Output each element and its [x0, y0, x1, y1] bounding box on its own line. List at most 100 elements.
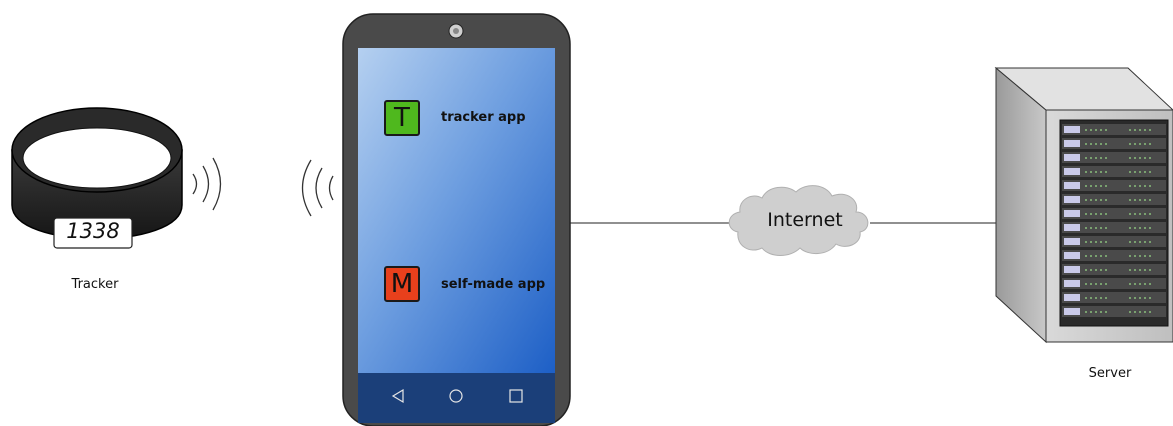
server-status-led	[1139, 171, 1141, 173]
server-status-led	[1129, 283, 1131, 285]
server-status-led	[1149, 269, 1151, 271]
server-status-led	[1105, 227, 1107, 229]
server-status-led	[1139, 311, 1141, 313]
server-status-led	[1095, 171, 1097, 173]
server-slot	[1062, 208, 1166, 219]
server-slot	[1062, 278, 1166, 289]
server-status-led	[1149, 129, 1151, 131]
server-status-led	[1100, 283, 1102, 285]
server	[994, 66, 1173, 344]
server-drive-bay	[1064, 168, 1080, 175]
server-status-led	[1144, 199, 1146, 201]
server-status-led	[1085, 255, 1087, 257]
server-label: Server	[1088, 366, 1132, 381]
self-made-app-icon-letter: M	[390, 269, 414, 299]
server-status-led	[1139, 283, 1141, 285]
server-status-led	[1134, 241, 1136, 243]
server-drive-bay	[1064, 154, 1080, 161]
server-drive-bay	[1064, 126, 1080, 133]
server-status-led	[1090, 171, 1092, 173]
self-made-app-icon[interactable]: M	[384, 266, 420, 302]
server-status-led	[1105, 185, 1107, 187]
server-status-led	[1085, 199, 1087, 201]
tracker-app-label[interactable]: tracker app	[441, 110, 526, 125]
server-status-led	[1095, 255, 1097, 257]
server-status-led	[1105, 157, 1107, 159]
home-button[interactable]	[449, 389, 463, 403]
server-status-led	[1129, 213, 1131, 215]
server-status-led	[1129, 157, 1131, 159]
server-status-led	[1100, 269, 1102, 271]
server-status-led	[1095, 311, 1097, 313]
server-slot	[1062, 292, 1166, 303]
server-status-led	[1139, 199, 1141, 201]
server-status-led	[1090, 213, 1092, 215]
server-status-led	[1134, 227, 1136, 229]
server-status-led	[1095, 213, 1097, 215]
server-status-led	[1139, 185, 1141, 187]
self-made-app-label[interactable]: self-made app	[441, 277, 546, 292]
server-status-led	[1139, 143, 1141, 145]
server-status-led	[1149, 255, 1151, 257]
server-status-led	[1134, 255, 1136, 257]
server-status-led	[1129, 269, 1131, 271]
server-status-led	[1149, 297, 1151, 299]
server-drive-bay	[1064, 238, 1080, 245]
server-slot	[1062, 166, 1166, 177]
server-status-led	[1085, 213, 1087, 215]
phone	[342, 13, 571, 426]
server-status-led	[1134, 311, 1136, 313]
server-status-led	[1149, 143, 1151, 145]
server-status-led	[1095, 143, 1097, 145]
recents-button[interactable]	[509, 389, 523, 403]
server-status-led	[1144, 255, 1146, 257]
server-status-led	[1139, 241, 1141, 243]
server-status-led	[1105, 297, 1107, 299]
server-status-led	[1149, 199, 1151, 201]
internet-cloud	[728, 185, 869, 256]
server-status-led	[1144, 213, 1146, 215]
server-drive-bay	[1064, 182, 1080, 189]
server-status-led	[1100, 171, 1102, 173]
server-status-led	[1139, 213, 1141, 215]
server-status-led	[1090, 255, 1092, 257]
server-status-led	[1100, 227, 1102, 229]
server-drive-bay	[1064, 224, 1080, 231]
server-status-led	[1149, 227, 1151, 229]
server-status-led	[1144, 157, 1146, 159]
server-status-led	[1139, 255, 1141, 257]
server-status-led	[1085, 157, 1087, 159]
server-status-led	[1100, 157, 1102, 159]
server-status-led	[1100, 255, 1102, 257]
server-status-led	[1100, 143, 1102, 145]
server-status-led	[1085, 227, 1087, 229]
server-status-led	[1105, 171, 1107, 173]
server-status-led	[1085, 283, 1087, 285]
server-slot	[1062, 152, 1166, 163]
server-status-led	[1090, 311, 1092, 313]
server-status-led	[1129, 227, 1131, 229]
server-status-led	[1134, 199, 1136, 201]
server-status-led	[1134, 143, 1136, 145]
server-status-led	[1139, 129, 1141, 131]
server-slot	[1062, 194, 1166, 205]
server-status-led	[1095, 185, 1097, 187]
server-status-led	[1100, 297, 1102, 299]
server-status-led	[1144, 311, 1146, 313]
server-status-led	[1100, 129, 1102, 131]
server-status-led	[1090, 199, 1092, 201]
back-button[interactable]	[391, 388, 404, 404]
server-status-led	[1105, 213, 1107, 215]
tracker-label: Tracker	[71, 277, 119, 292]
server-status-led	[1100, 241, 1102, 243]
server-status-led	[1149, 157, 1151, 159]
server-status-led	[1134, 129, 1136, 131]
server-status-led	[1085, 241, 1087, 243]
server-drive-bay	[1064, 266, 1080, 273]
tracker-app-icon[interactable]: T	[384, 100, 420, 136]
server-slot	[1062, 124, 1166, 135]
server-status-led	[1144, 269, 1146, 271]
server-status-led	[1134, 297, 1136, 299]
server-status-led	[1149, 283, 1151, 285]
